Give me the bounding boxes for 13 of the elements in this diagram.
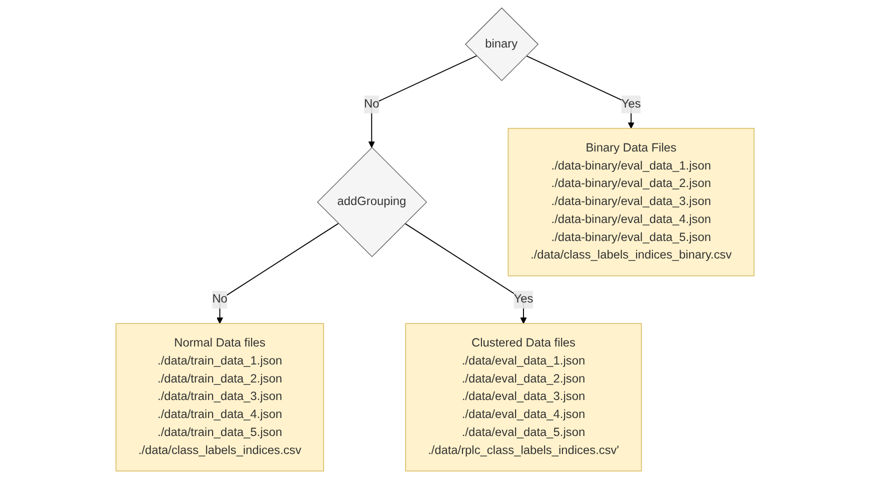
arrow: [368, 55, 478, 148]
edge-label: No: [212, 292, 228, 306]
node-box: Normal Data files ./data/train_data_1.json ./data/train_data_2.json ./data/train_data_3.json ./data/train_data_4.json ./data/train_data_5.json ./data/class_labels_indices.csv: [116, 323, 324, 472]
node-box: Clustered Data files ./data/eval_data_1.json ./data/eval_data_2.json ./data/eval_data_3.json ./data/eval_data_4.json ./data/eval_data_5.json ./data/rplc_class_labels_indices.csv': [405, 323, 642, 472]
edge-label: No: [364, 98, 380, 110]
edge-label: Yes: [514, 292, 534, 306]
arrow: [404, 222, 527, 324]
node-diamond: addGrouping: [316, 147, 428, 258]
arrow: [526, 55, 634, 129]
node-diamond: binary: [464, 7, 539, 82]
edge-label: Yes: [621, 98, 641, 110]
arrow: [216, 222, 339, 324]
node-box: Binary Data Files ./data-binary/eval_data_1.json ./data-binary/eval_data_2.json ./data-binary/eval_data_3.json ./data-binary/eval_data_4.json ./data-binary/eval_data_5.json ./data/class_labels_indices_binary.csv: [508, 128, 754, 276]
